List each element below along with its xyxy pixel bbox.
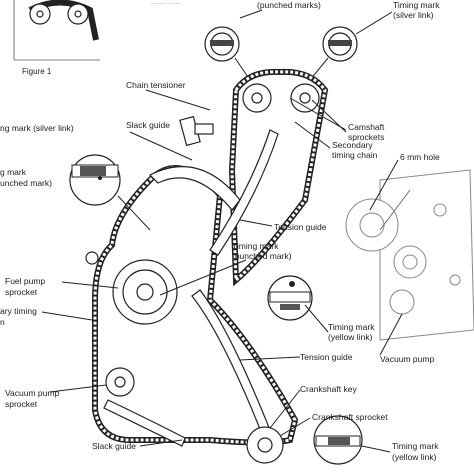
label-slack-guide-lower: Slack guide [92, 441, 136, 451]
guide-pin [85, 251, 99, 265]
label-yellow-link-mid: (yellow link) [328, 332, 373, 342]
top-note: ................ [150, 0, 181, 6]
punched-mark-mid-magnifier [267, 275, 313, 321]
label-6mm-hole: 6 mm hole [400, 152, 440, 162]
slack-guide-upper [148, 166, 241, 211]
primary-timing-chain [92, 165, 299, 446]
label-punched-mark: (punched mark) [232, 251, 292, 261]
label-fuel-pump-sprocket: sprocket [5, 287, 38, 297]
label-crankshaft-key: Crankshaft key [300, 384, 357, 394]
label-timing-chain: timing chain [332, 150, 378, 160]
label-punched-left-2: unched mark) [0, 178, 52, 188]
label-timing-mark-punched: Timing mark [232, 241, 279, 251]
camshaft-sprocket-left [242, 83, 272, 113]
label-camshaft: Camshaft [348, 122, 385, 132]
label-tension-guide-lower: Tension guide [300, 352, 353, 362]
label-sprockets: sprockets [348, 132, 384, 142]
label-tension-guide-upper: Tension guide [274, 222, 327, 232]
tension-guide-upper [209, 129, 279, 256]
figure-1-inset: Figure 1 [13, 0, 100, 76]
label-timing-mark-yellow-mid: Timing mark [328, 322, 375, 332]
yellow-link-bottom-magnifier [313, 415, 363, 465]
label-silver-link-top: (silver link) [393, 10, 434, 20]
label-vacuum-pump-sprocket-1: Vacuum pump [5, 388, 59, 398]
label-vacuum-pump-sprocket-2: sprocket [5, 399, 38, 409]
silver-link-top-magnifier [322, 26, 358, 62]
label-slack-guide-upper: Slack guide [126, 120, 170, 130]
vacuum-pump-sprocket [105, 367, 135, 397]
label-yellow-link-bottom: (yellow link) [392, 452, 437, 462]
label-chain-tensioner: Chain tensioner [126, 80, 186, 90]
label-fuel-pump: Fuel pump [5, 276, 45, 286]
engine-block-detail [345, 169, 474, 341]
label-crankshaft-sprocket: Crankshaft sprocket [312, 412, 388, 422]
silver-link-left-magnifier [69, 154, 121, 206]
label-timing-mark-silver-left: ng mark (silver link) [0, 123, 74, 133]
label-timing-mark-yellow-bottom: Timing mark [392, 441, 439, 451]
slack-guide-lower [103, 399, 186, 447]
label-primary-chain: n [0, 317, 5, 327]
label-punched-left-1: g mark [0, 167, 27, 177]
crankshaft-sprocket [246, 426, 284, 464]
label-timing-mark-silver-top: Timing mark [393, 0, 440, 10]
label-vacuum-pump: Vacuum pump [380, 354, 434, 364]
punched-marks-top-magnifier [204, 26, 240, 62]
chain-tensioner [179, 115, 214, 147]
fuel-pump-sprocket [112, 259, 178, 325]
label-primary-timing: ary timing [0, 306, 37, 316]
camshaft-sprocket-right [290, 83, 320, 113]
label-punched-marks-top: (punched marks) [257, 0, 321, 10]
secondary-timing-chain [228, 68, 329, 287]
figure-label: Figure 1 [22, 67, 52, 76]
label-secondary: Secondary [332, 140, 373, 150]
